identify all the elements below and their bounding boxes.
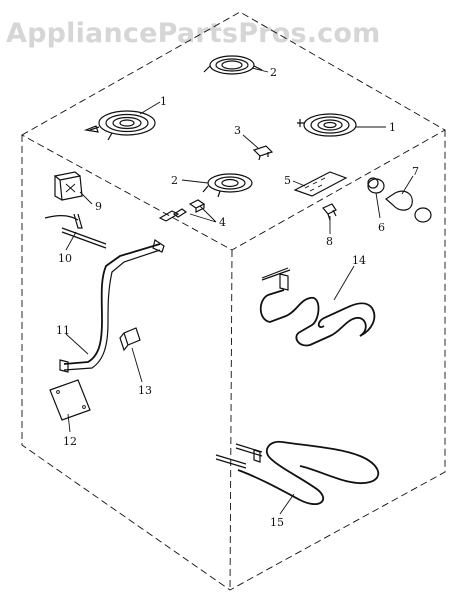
callout-labels: 1 2 1 2 3 4 5 6 7 8 9 10 11 12 13 14 15 [56,66,419,529]
callout-4: 4 [219,216,226,229]
part-15-broil-element [215,440,380,505]
callout-2-front: 2 [171,174,178,187]
callout-10: 10 [58,252,72,265]
surface-element-left [83,110,156,141]
callout-8: 8 [326,235,333,248]
callout-13: 13 [138,384,152,397]
callout-1-left: 1 [160,95,167,108]
callout-14: 14 [352,254,366,267]
part-12-plate [49,379,91,421]
part-9-control-box [54,171,83,201]
part-5-switch-plate [293,171,348,197]
surface-element-right [297,113,357,137]
callout-6: 6 [378,221,385,234]
surface-element-top [203,55,263,75]
callout-15: 15 [270,516,284,529]
callout-5: 5 [284,174,291,187]
callout-9: 9 [95,200,102,213]
part-13-terminal-block [119,327,141,352]
callout-3: 3 [234,124,241,137]
callout-12: 12 [63,435,77,448]
surface-element-front [202,173,253,198]
leader-lines [65,67,414,515]
part-8-clip [322,203,337,221]
part-4-terminal-blocks [158,199,206,222]
callout-1-right: 1 [389,121,396,134]
watermark: AppliancePartsPros.com [6,18,381,49]
part-10-sensor [44,213,107,249]
part-3-clip [252,145,274,161]
part-7-lamp-bulb [385,190,413,211]
part-14-bake-element [259,267,376,347]
callout-2-top: 2 [270,66,277,79]
callout-7: 7 [412,165,419,178]
callout-11: 11 [56,324,70,337]
cabinet-outline [21,11,446,591]
part-11-wire-harness [59,239,165,373]
